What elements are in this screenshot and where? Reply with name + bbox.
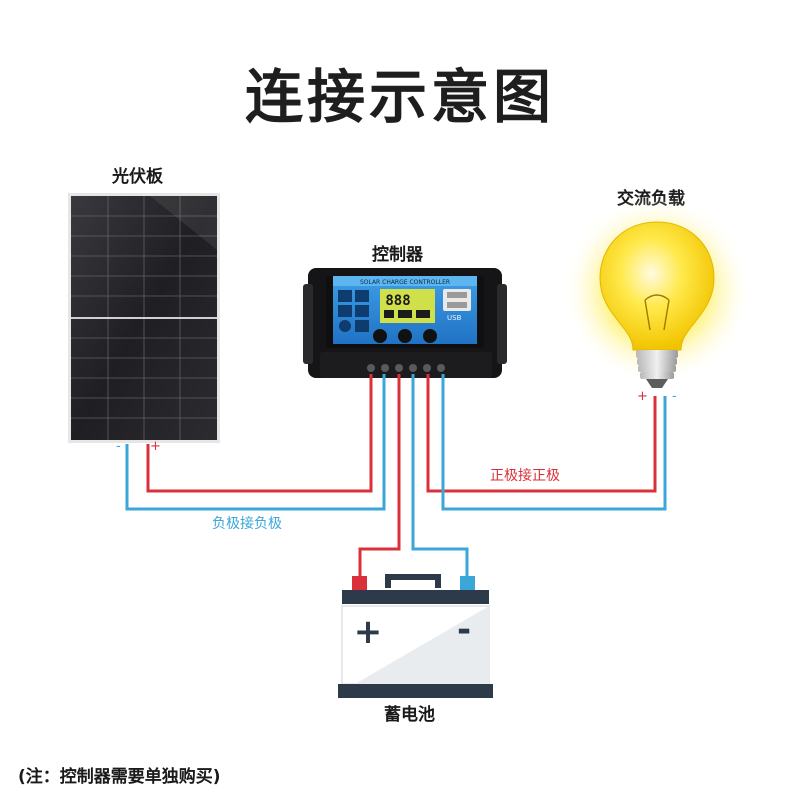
controller-usb-label: USB (447, 314, 462, 322)
battery: + - (338, 576, 493, 698)
battery-positive-mark: + (354, 612, 383, 652)
wire-battery-negative (413, 374, 467, 576)
solar-panel (68, 193, 220, 443)
battery-negative-mark: - (457, 610, 471, 650)
controller-lcd-text: 888 (385, 293, 410, 309)
charge-controller: SOLAR CHARGE CONTROLLER 888 USB (303, 268, 507, 378)
load-negative-mark: - (672, 389, 677, 404)
wire-battery-positive (360, 374, 399, 576)
controller-header-text: SOLAR CHARGE CONTROLLER (360, 279, 450, 286)
load-positive-mark: + (637, 389, 648, 404)
wire-load-negative (443, 374, 665, 509)
light-bulb (562, 195, 752, 388)
panel-positive-mark: + (150, 439, 161, 454)
panel-negative-mark: - (116, 439, 121, 454)
wire-load-positive (428, 374, 655, 491)
